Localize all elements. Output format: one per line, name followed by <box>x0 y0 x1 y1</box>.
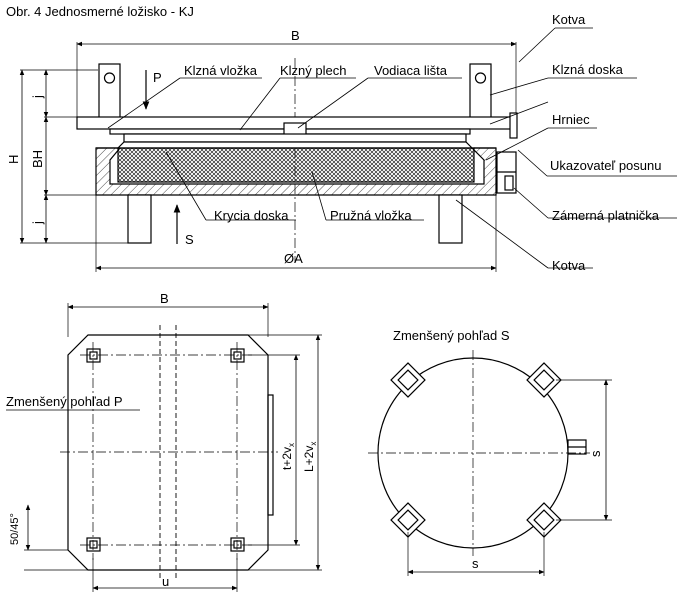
label-kotva-bottom: Kotva <box>552 258 586 273</box>
figure-title: Obr. 4 Jednosmerné ložisko - KJ <box>6 4 194 19</box>
dimension-h-label: H <box>6 155 21 164</box>
plan-bolt-tr <box>230 348 245 363</box>
section-view: B P <box>6 12 677 273</box>
label-krycia-doska: Krycia doska <box>214 208 289 223</box>
bottom-anchor-left <box>127 194 152 244</box>
label-vodiaca-lista: Vodiaca lišta <box>374 63 448 78</box>
top-anchor-right <box>469 63 492 119</box>
view-p-label: Zmenšený pohľad P <box>6 394 123 409</box>
plan-bolt-br <box>230 537 245 552</box>
dimension-b-top-label: B <box>291 28 300 43</box>
plan-bolt-tl <box>86 348 101 363</box>
label-kotva-top: Kotva <box>552 12 586 27</box>
dimension-t-label: t+2vx <box>280 443 296 470</box>
anchor-diamond-br <box>526 502 562 538</box>
sliding-insert <box>123 133 467 143</box>
anchor-diamond-bl <box>390 502 426 538</box>
dimension-s-vertical-label: s <box>588 450 603 457</box>
plan-side-indicator <box>267 394 274 516</box>
label-ukazovatel-posunu: Ukazovateľ posunu <box>550 158 661 173</box>
label-klzny-plech: Klzný plech <box>280 63 346 78</box>
view-s-label: Zmenšený pohľad S <box>393 328 510 343</box>
plan-view-s: Zmenšený pohľad S s <box>368 328 612 576</box>
cover-plate <box>116 141 474 149</box>
dimension-u-label: u <box>162 574 169 589</box>
anchor-diamond-tl <box>390 362 426 398</box>
dimension-b-plan-label: B <box>160 291 169 306</box>
plan-bolt-bl <box>86 537 101 552</box>
dimension-oa-label: ØA <box>284 251 303 266</box>
plate-indicator-tab <box>509 112 518 139</box>
force-p-label: P <box>153 70 162 85</box>
label-zamerna-platnicka: Zámerná platnička <box>552 208 660 223</box>
label-pruzna-vlozka: Pružná vložka <box>330 208 412 223</box>
bottom-anchor-right <box>438 194 463 244</box>
anchor-diamond-tr <box>526 362 562 398</box>
dimension-s-horizontal-label: s <box>472 556 479 571</box>
force-s-label: S <box>185 232 194 247</box>
dimension-angle-label: 50/45° <box>9 513 21 545</box>
label-hrniec: Hrniec <box>552 112 590 127</box>
dimension-j-bottom-label: j <box>30 221 45 225</box>
sighting-plate <box>504 175 514 191</box>
label-klzna-doska: Klzná doska <box>552 62 624 77</box>
top-anchor-left <box>98 63 121 119</box>
dimension-bh-label: BH <box>30 150 45 168</box>
elastomer-pad <box>117 147 475 183</box>
dimension-l-label: L+2vx <box>302 442 318 472</box>
plan-view-p: B u t+2vx L+2vx <box>6 291 322 592</box>
label-klzna-vlozka: Klzná vložka <box>184 63 258 78</box>
dimension-j-top-label: j <box>30 95 45 99</box>
plate-outline-plan <box>67 334 269 571</box>
